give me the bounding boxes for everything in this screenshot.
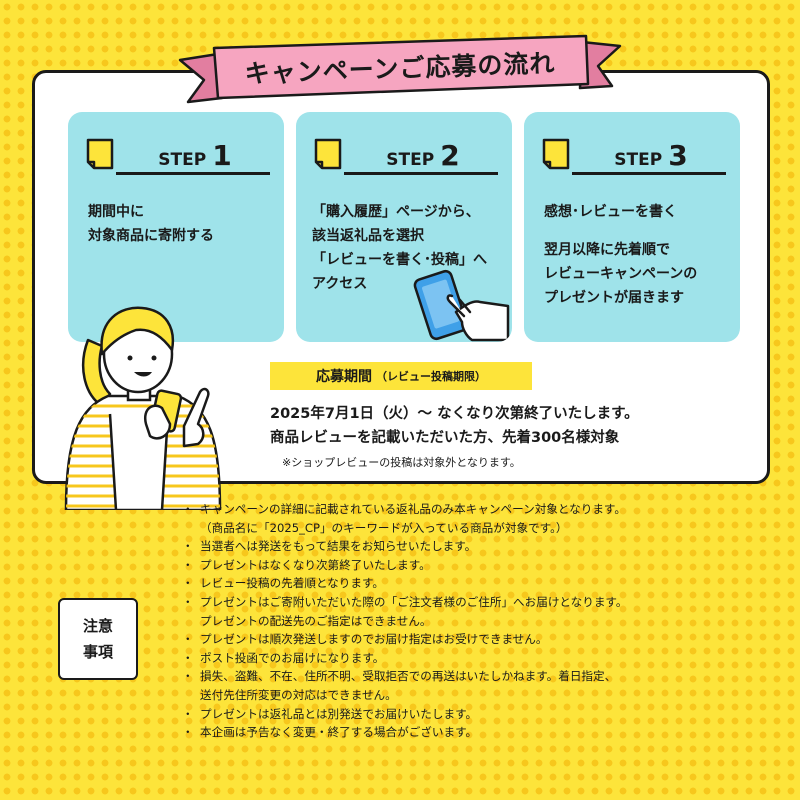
note-item: ・本企画は予告なく変更・終了する場合がございます。 bbox=[182, 725, 478, 740]
step-number: 1 bbox=[212, 139, 232, 172]
step-text-line: 対象商品に寄附する bbox=[88, 228, 214, 244]
step-heading: STEP 1 bbox=[86, 138, 270, 176]
step-number: 2 bbox=[440, 139, 460, 172]
step-heading: STEP 3 bbox=[542, 138, 726, 176]
notes-list: ・キャンペーンの詳細に記載されている返礼品のみ本キャンペーン対象となります。 （… bbox=[180, 500, 790, 742]
step-text-line: アクセス bbox=[312, 276, 368, 292]
step-text-line: レビューキャンペーンの bbox=[544, 266, 698, 282]
note-item-continued: プレゼントの配送先のご指定はできません。 bbox=[200, 613, 432, 628]
step-text-line: 「レビューを書く･投稿」へ bbox=[312, 252, 487, 268]
note-item: ・レビュー投稿の先着順となります。 bbox=[182, 576, 384, 591]
step-description: 期間中に 対象商品に寄附する bbox=[88, 200, 278, 248]
step-label: STEP 1 bbox=[120, 140, 270, 172]
woman-illustration bbox=[64, 306, 222, 510]
note-item-continued: （商品名に「2025_CP」のキーワードが入っている商品が対象です。） bbox=[200, 520, 568, 535]
step-description: 「購入履歴」ページから、 該当返礼品を選択 「レビューを書く･投稿」へ アクセス bbox=[312, 200, 502, 296]
notes-title-line: 注意 bbox=[82, 617, 113, 635]
step-text-line: 「購入履歴」ページから、 bbox=[312, 204, 480, 220]
period-note: ※ショップレビューの投稿は対象外となります。 bbox=[282, 456, 521, 469]
ribbon-shape bbox=[178, 34, 622, 104]
step-word: STEP bbox=[158, 150, 207, 170]
step-underline bbox=[344, 172, 498, 175]
smartphone-icon bbox=[413, 269, 510, 342]
sticky-note-icon bbox=[314, 138, 342, 170]
step-card-1: STEP 1 期間中に 対象商品に寄附する bbox=[68, 112, 284, 342]
notes-heading: 注意 事項 bbox=[58, 598, 138, 680]
note-item: ・プレゼントはなくなり次第終了いたします。 bbox=[182, 557, 431, 572]
step-text-line: 翌月以降に先着順で bbox=[544, 242, 670, 258]
note-item: ・損失、盗難、不在、住所不明、受取拒否での再送はいたしかねます。着日指定、 bbox=[182, 669, 617, 684]
step-number: 3 bbox=[668, 139, 688, 172]
period-subtitle: （レビュー投稿期限） bbox=[376, 370, 486, 383]
sticky-note-icon bbox=[542, 138, 570, 170]
step-word: STEP bbox=[386, 150, 435, 170]
period-title: 応募期間 bbox=[316, 369, 372, 385]
period-target: 商品レビューを記載いただいた方、先着300名様対象 bbox=[270, 430, 620, 446]
period-dates: 2025年7月1日（火）～ なくなり次第終了いたします。 bbox=[270, 406, 639, 422]
step-card-3: STEP 3 感想･レビューを書く 翌月以降に先着順で レビューキャンペーンの … bbox=[524, 112, 740, 342]
sticky-note-icon bbox=[86, 138, 114, 170]
step-text-line: 期間中に bbox=[88, 204, 144, 220]
hand-icon bbox=[446, 294, 510, 342]
step-text-line: プレゼントが届きます bbox=[544, 290, 684, 306]
title-ribbon: キャンペーンご応募の流れ bbox=[178, 32, 622, 114]
note-item-continued: 送付先住所変更の対応はできません。 bbox=[200, 687, 397, 702]
note-item: ・プレゼントは順次発送しますのでお届け指定はお受けできません。 bbox=[182, 632, 548, 647]
note-item: ・ポスト投函でのお届けになります。 bbox=[182, 650, 385, 665]
step-underline bbox=[116, 172, 270, 175]
note-item: ・当選者へは発送をもって結果をお知らせいたします。 bbox=[182, 539, 477, 554]
step-label: STEP 3 bbox=[576, 140, 726, 172]
period-label: 応募期間 （レビュー投稿期限） bbox=[270, 362, 532, 390]
step-text-line: 該当返礼品を選択 bbox=[312, 228, 424, 244]
step-description: 感想･レビューを書く 翌月以降に先着順で レビューキャンペーンの プレゼントが届… bbox=[544, 200, 734, 310]
step-card-2: STEP 2 「購入履歴」ページから、 該当返礼品を選択 「レビューを書く･投稿… bbox=[296, 112, 512, 342]
note-item: ・プレゼントは返礼品とは別発送でお届けいたします。 bbox=[182, 706, 478, 721]
step-underline bbox=[572, 172, 726, 175]
note-item: ・キャンペーンの詳細に記載されている返礼品のみ本キャンペーン対象となります。 bbox=[182, 502, 626, 516]
step-heading: STEP 2 bbox=[314, 138, 498, 176]
note-item: ・プレゼントはご寄附いただいた際の「ご注文者様のご住所」へお届けとなります。 bbox=[182, 594, 628, 609]
notes-title-line: 事項 bbox=[82, 643, 113, 661]
step-text-line: 感想･レビューを書く bbox=[544, 204, 677, 220]
step-word: STEP bbox=[614, 150, 663, 170]
step-label: STEP 2 bbox=[348, 140, 498, 172]
